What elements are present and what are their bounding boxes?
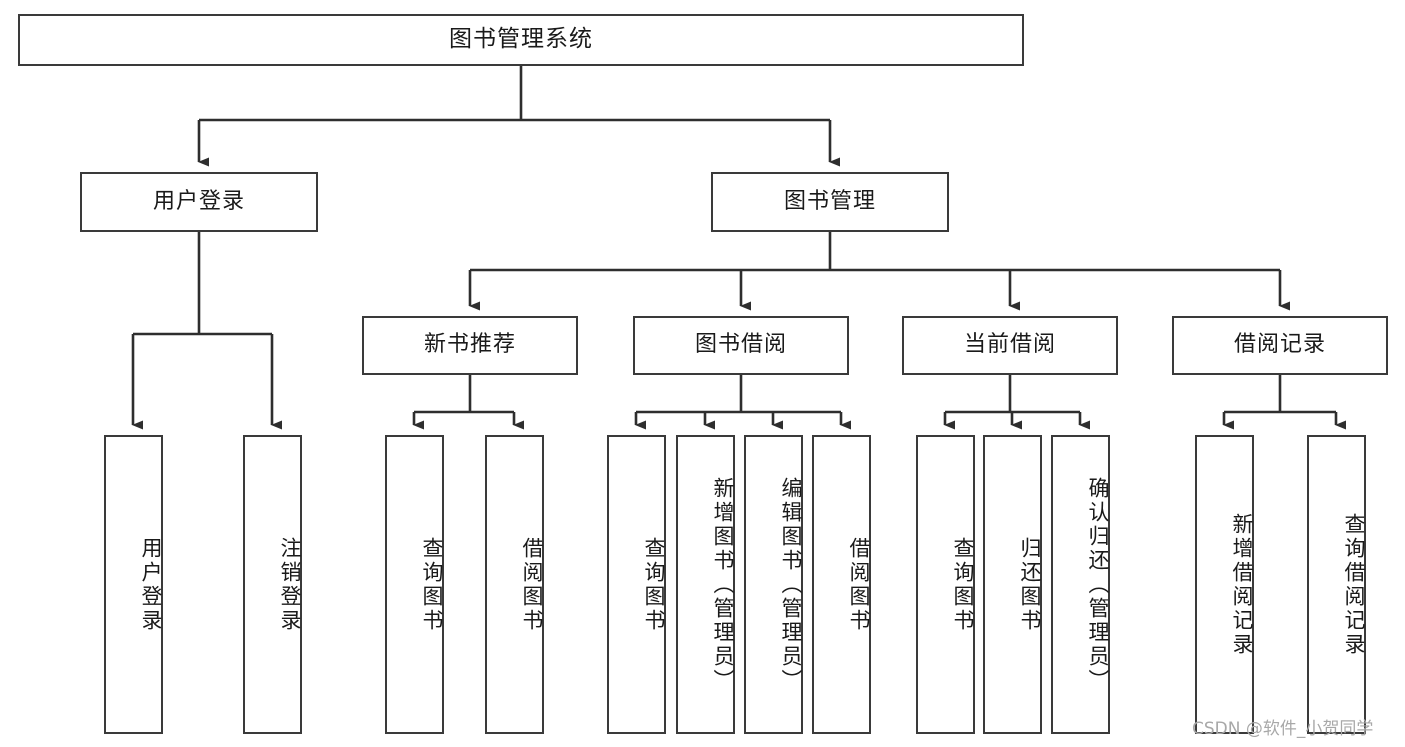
node-leaf-borrow-book-1-label: 借阅图书 [520,536,544,633]
node-leaf-add-book[interactable]: 新增图书（管理员） [676,435,735,734]
node-leaf-query-record[interactable]: 查询借阅记录 [1307,435,1366,734]
node-leaf-query-record-label: 查询借阅记录 [1342,512,1366,657]
node-leaf-confirm-return[interactable]: 确认归还（管理员） [1051,435,1110,734]
node-leaf-query-book-3-label: 查询图书 [951,536,975,633]
node-leaf-confirm-return-label: 确认归还（管理员） [1086,476,1110,693]
node-leaf-borrow-book-2[interactable]: 借阅图书 [812,435,871,734]
node-leaf-add-record-label: 新增借阅记录 [1230,512,1254,657]
node-user-login-label: 用户登录 [152,188,245,214]
node-leaf-borrow-book-2-label: 借阅图书 [847,536,871,633]
node-leaf-query-book-2-label: 查询图书 [642,536,666,633]
node-user-login[interactable]: 用户登录 [80,172,318,232]
node-leaf-user-login-label: 用户登录 [139,536,163,633]
node-leaf-return-book[interactable]: 归还图书 [983,435,1042,734]
node-leaf-query-book-1[interactable]: 查询图书 [385,435,444,734]
node-book-management-label: 图书管理 [783,188,876,214]
node-new-book-recommend-label: 新书推荐 [423,332,516,358]
node-leaf-query-book-2[interactable]: 查询图书 [607,435,666,734]
node-book-borrow[interactable]: 图书借阅 [633,316,849,375]
node-current-borrow[interactable]: 当前借阅 [902,316,1118,375]
node-leaf-add-record[interactable]: 新增借阅记录 [1195,435,1254,734]
node-root-label: 图书管理系统 [449,26,593,53]
node-book-borrow-label: 图书借阅 [694,332,787,358]
node-current-borrow-label: 当前借阅 [963,332,1056,358]
node-borrow-record[interactable]: 借阅记录 [1172,316,1388,375]
csdn-watermark: CSDN @软件_小贺同学 [1192,719,1374,739]
node-leaf-borrow-book-1[interactable]: 借阅图书 [485,435,544,734]
node-leaf-return-book-label: 归还图书 [1018,536,1042,633]
node-root[interactable]: 图书管理系统 [18,14,1024,66]
node-leaf-logout[interactable]: 注销登录 [243,435,302,734]
node-leaf-query-book-1-label: 查询图书 [420,536,444,633]
node-leaf-query-book-3[interactable]: 查询图书 [916,435,975,734]
node-leaf-edit-book-label: 编辑图书（管理员） [779,476,803,693]
node-book-management[interactable]: 图书管理 [711,172,949,232]
node-leaf-edit-book[interactable]: 编辑图书（管理员） [744,435,803,734]
node-borrow-record-label: 借阅记录 [1233,332,1326,358]
node-new-book-recommend[interactable]: 新书推荐 [362,316,578,375]
node-leaf-add-book-label: 新增图书（管理员） [711,476,735,693]
node-leaf-logout-label: 注销登录 [278,536,302,633]
node-leaf-user-login[interactable]: 用户登录 [104,435,163,734]
